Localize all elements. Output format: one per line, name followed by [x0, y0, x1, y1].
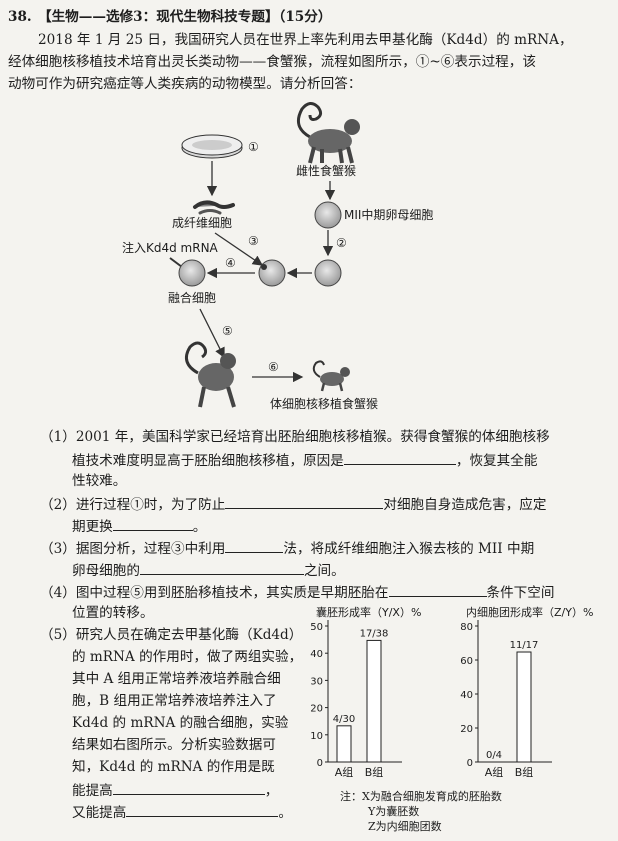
petri-dish-icon	[181, 134, 243, 159]
q1-line-1: （1）2001 年，美国科学家已经培育出胚胎细胞核移植猴。获得食蟹猴的体细胞核移	[40, 429, 550, 445]
data-label: 4/30	[333, 714, 355, 725]
chart-note-2: Y为囊胚数	[368, 805, 420, 818]
q3-line-2: 卵母细胞的 之间。	[72, 560, 345, 580]
q2-line-2: 期更换 。	[72, 516, 206, 536]
monkey-icon	[296, 102, 360, 164]
q2-text-d: 。	[192, 519, 207, 535]
chart-title: 囊胚形成率（Y/X）%	[316, 605, 421, 619]
bar-B组	[366, 639, 382, 763]
y-tick-label: 60	[460, 656, 473, 667]
y-tick-label: 40	[460, 690, 473, 701]
step-4-label: ④	[225, 256, 236, 270]
q3-text-c: 卵母细胞的	[72, 563, 140, 579]
y-tick-label: 30	[310, 676, 323, 687]
q2-text-c: 期更换	[72, 519, 113, 535]
step-3-label: ③	[248, 234, 259, 248]
q5-line-9: 又能提高 。	[72, 802, 292, 822]
data-label: 0/4	[486, 750, 502, 761]
q2-answer-blank-1[interactable]	[225, 494, 384, 509]
data-label: 17/38	[360, 628, 389, 639]
intro-line-2: 经体细胞核移植技术培育出灵长类动物——食蟹猴，流程如图所示，①~⑥表示过程，该	[8, 54, 536, 70]
q5-answer-blank-1[interactable]	[112, 780, 265, 795]
q3-line-1: （3）据图分析，过程③中利用 法，将成纤维细胞注入猴去核的 MII 中期	[40, 538, 534, 558]
fused-cell-icon	[178, 259, 206, 287]
y-tick-label: 10	[310, 731, 323, 742]
bar-A组	[336, 725, 352, 763]
q1-answer-blank[interactable]	[343, 450, 456, 465]
data-label: 11/17	[510, 640, 539, 651]
y-tick-label: 50	[310, 622, 323, 633]
q3-text-a: （3）据图分析，过程③中利用	[40, 541, 226, 557]
chart-note-3: Z为内细胞团数	[368, 820, 442, 833]
chart-title: 内细胞团形成率（Z/Y）%	[466, 605, 593, 619]
x-tick-label: A组	[485, 765, 504, 779]
y-tick-label: 20	[310, 704, 323, 715]
q5-text-c: 又能提高	[72, 805, 127, 821]
y-tick-label: 80	[460, 622, 473, 633]
q3-text-d: 之间。	[303, 563, 345, 579]
bar-B组	[516, 651, 532, 763]
q5-line-4: 胞，B 组用正常培养液培养注入了	[72, 693, 277, 709]
q4-text-a: （4）图中过程⑤用到胚胎移植技术，其实质是早期胚胎在	[40, 585, 389, 601]
step-5-label: ⑤	[222, 324, 233, 338]
y-tick-label: 40	[310, 649, 323, 660]
q2-line-1: （2）进行过程①时，为了防止 对细胞自身造成危害，应定	[40, 494, 547, 514]
q5-line-2: 的 mRNA 的作用时，做了两组实验，	[72, 649, 303, 665]
q5-line-1: （5）研究人员在确定去甲基化酶（Kd4d）	[40, 627, 303, 643]
inject-label: 注入Kd4d mRNA	[122, 240, 219, 255]
q3-text-b: 法，将成纤维细胞注入猴去核的 MII 中期	[283, 541, 535, 557]
x-tick-label: B组	[365, 765, 384, 779]
q2-answer-blank-2[interactable]	[112, 516, 193, 531]
step-1-label: ①	[248, 140, 259, 154]
intro-line-1: 2018 年 1 月 25 日，我国研究人员在世界上率先利用去甲基化酶（Kd4d…	[38, 32, 573, 48]
q4-answer-blank[interactable]	[388, 582, 487, 597]
q5-text-b: ，	[264, 783, 279, 799]
q5-text-d: 。	[278, 805, 292, 821]
intro-line-3: 动物可作为研究癌症等人类疾病的动物模型。请分析回答：	[8, 76, 362, 92]
cloned-monkey-label: 体细胞核移植食蟹猴	[270, 396, 378, 411]
q5-line-8: 能提高 ，	[72, 780, 278, 800]
q5-line-5: Kd4d 的 mRNA 的融合细胞，实验	[72, 715, 289, 731]
q5-line-7: 知，Kd4d 的 mRNA 的作用是既	[72, 759, 275, 775]
fused-cell-label: 融合细胞	[168, 290, 216, 305]
injected-oocyte-icon	[258, 259, 286, 287]
q1-text-b: ，恢复其全能	[455, 453, 538, 469]
process-diagram: ① 成纤维细胞 ③ 雌性食蟹猴 MII中期卵母细胞 ② ④ 注入Kd4d mRN…	[122, 102, 433, 411]
fibroblast-label: 成纤维细胞	[172, 216, 232, 230]
oocyte-label: MII中期卵母细胞	[344, 207, 433, 222]
q4-line-2: 位置的转移。	[72, 605, 154, 621]
q3-answer-blank-2[interactable]	[139, 560, 304, 575]
female-monkey-label: 雌性食蟹猴	[296, 163, 356, 178]
q5-text-a: 能提高	[72, 783, 113, 799]
x-tick-label: B组	[515, 765, 534, 779]
q1-line-3: 性较难。	[72, 473, 127, 489]
q1-line-2: 植技术难度明显高于胚胎细胞核移植，原因是 ，恢复其全能	[72, 450, 537, 470]
q3-answer-blank-1[interactable]	[225, 538, 284, 553]
step-6-label: ⑥	[268, 360, 279, 374]
x-tick-label: A组	[335, 765, 354, 779]
oocyte-cell-icon	[314, 201, 342, 229]
baby-monkey-icon	[312, 360, 350, 392]
surrogate-monkey-icon	[184, 341, 236, 408]
y-tick-label: 0	[467, 758, 473, 769]
y-tick-label: 0	[317, 758, 323, 769]
y-tick-label: 20	[460, 724, 473, 735]
q2-text-a: （2）进行过程①时，为了防止	[40, 497, 226, 513]
chart-note-1: 注：X为融合细胞发育成的胚胎数	[340, 790, 502, 803]
q1-text-a: 植技术难度明显高于胚胎细胞核移植，原因是	[72, 453, 344, 469]
question-title: 【生物——选修3：现代生物科技专题】（15分）	[38, 9, 332, 25]
q4-line-1: （4）图中过程⑤用到胚胎移植技术，其实质是早期胚胎在 条件下空间	[40, 582, 554, 602]
enucleated-oocyte-icon	[314, 259, 342, 287]
question-number: 38.	[8, 9, 32, 25]
q4-text-b: 条件下空间	[486, 585, 555, 601]
q2-text-b: 对细胞自身造成危害，应定	[383, 497, 547, 513]
q5-answer-blank-2[interactable]	[126, 802, 279, 817]
q5-line-3: 其中 A 组用正常培养液培养融合细	[72, 671, 281, 687]
fibroblast-cells-icon	[193, 200, 235, 215]
step-2-label: ②	[336, 236, 347, 250]
q5-line-6: 结果如右图所示。分析实验数据可	[72, 737, 276, 753]
